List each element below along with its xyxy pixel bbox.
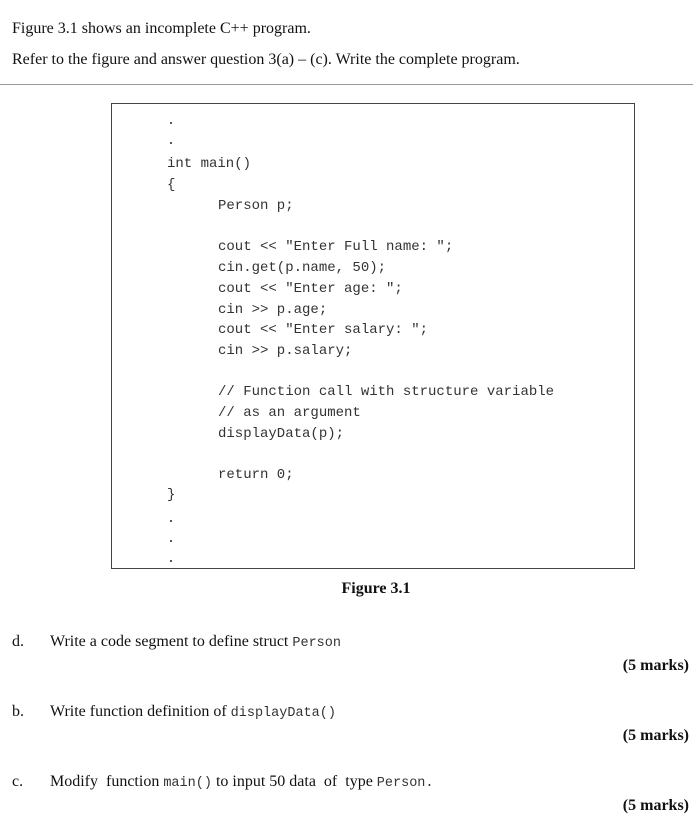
code-line: cout << "Enter age: "; (218, 281, 403, 297)
ellipsis-dot (170, 560, 173, 563)
horizontal-divider (0, 84, 693, 85)
code-figure-box (111, 103, 635, 569)
marks-label: (5 marks) (622, 657, 689, 674)
code-line: Person p; (218, 198, 294, 214)
code-term: main() (163, 776, 212, 791)
code-term: Person (292, 636, 341, 651)
intro-line-1: Figure 3.1 shows an incomplete C++ progr… (12, 20, 311, 37)
question-label: c. (12, 773, 24, 790)
intro-line-2: Refer to the figure and answer question … (12, 51, 520, 68)
code-term: Person. (376, 776, 434, 791)
code-line: // as an argument (218, 405, 361, 421)
code-line: displayData(p); (218, 426, 345, 442)
code-line: int main() (167, 156, 252, 172)
question-text-part: to input 50 data of type (211, 773, 377, 790)
question-text-part: Write function definition of (50, 703, 231, 720)
code-line: return 0; (218, 467, 294, 483)
code-line: cin >> p.age; (218, 302, 328, 318)
code-line: cout << "Enter salary: "; (218, 322, 429, 338)
code-line: } (167, 487, 176, 503)
ellipsis-dot (170, 540, 173, 543)
ellipsis-dot (170, 520, 173, 523)
ellipsis-dot (170, 122, 173, 125)
code-line: // Function call with structure variable (218, 384, 555, 400)
marks-label: (5 marks) (622, 797, 689, 814)
code-line: cin.get(p.name, 50); (218, 260, 387, 276)
question-text: Write function definition of displayData… (50, 703, 336, 721)
code-line: cout << "Enter Full name: "; (218, 239, 454, 255)
question-label: d. (12, 633, 24, 650)
question-text-part: Write a code segment to define struct (50, 633, 293, 650)
code-line: { (167, 177, 176, 193)
code-term: displayData() (230, 706, 336, 721)
question-text-part: Modify function (50, 773, 164, 790)
marks-label: (5 marks) (622, 727, 689, 744)
question-label: b. (12, 703, 24, 720)
code-line: cin >> p.salary; (218, 343, 353, 359)
figure-caption: Figure 3.1 (341, 580, 411, 597)
ellipsis-dot (170, 142, 173, 145)
question-text: Modify function main() to input 50 data … (50, 773, 434, 791)
question-text: Write a code segment to define struct Pe… (50, 633, 341, 651)
